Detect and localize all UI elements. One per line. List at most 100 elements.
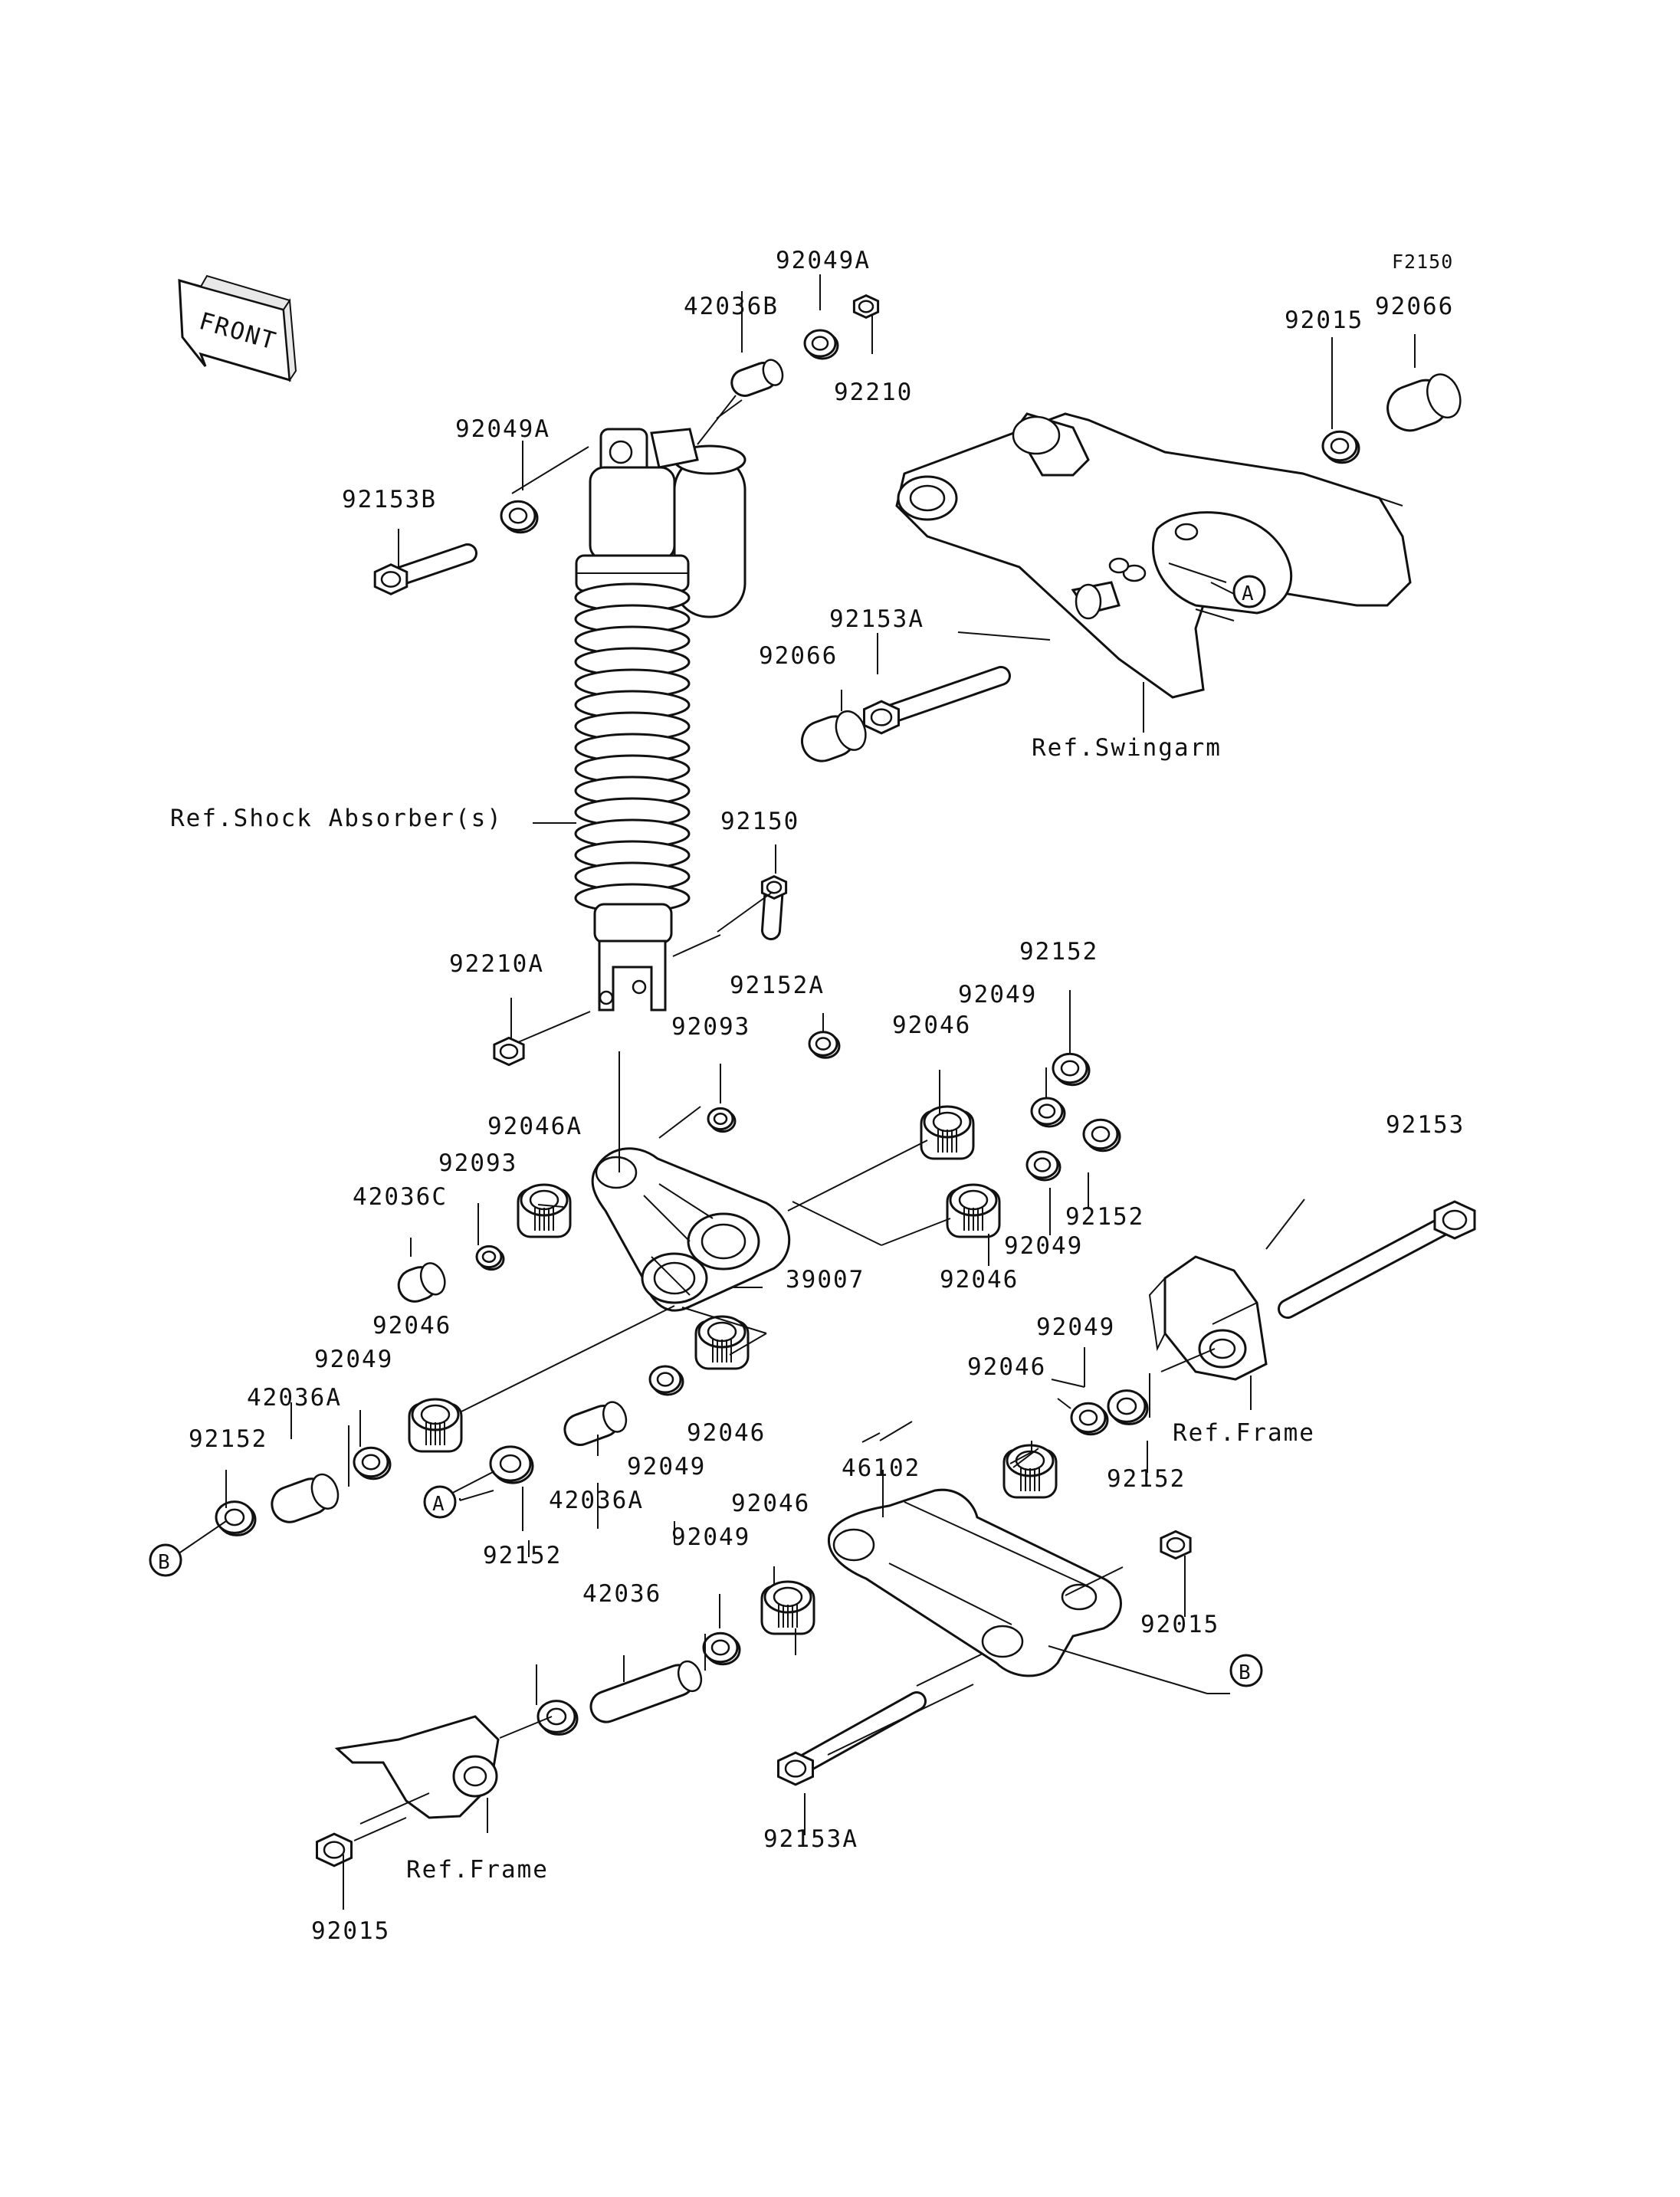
cap-92066-mid [801,710,867,762]
bolt-head [1433,1200,1476,1240]
washer-92152-bottom [536,1700,579,1736]
part-label: 92152A [730,972,825,999]
bearing-bore [707,1321,737,1343]
part-label: 92093 [438,1149,517,1177]
bearing-92046-mid [946,1183,1001,1238]
seal-92049-bottom [702,1631,741,1666]
washer-hole [361,1454,381,1471]
collar-42036 [589,1660,703,1723]
nut-hole [858,300,874,313]
callout-a-label: A [1242,582,1255,605]
bearing-bore [958,1189,989,1211]
part-label: 92153B [342,486,437,513]
washer-hole [224,1508,245,1526]
part-label: 92049 [1004,1232,1083,1260]
part-label: 92153A [829,605,924,633]
washer-92152-a [489,1445,534,1484]
washer-92093-lower [475,1244,505,1271]
part-label: 92210 [834,379,913,406]
part-label: 92046 [731,1490,810,1517]
nut-hole [499,1043,519,1060]
collar-42036c [397,1262,446,1303]
part-label: 42036A [549,1487,644,1514]
washer-hole [1060,1060,1080,1077]
part-label: 92046A [487,1113,582,1140]
part-label: 92049 [958,981,1037,1008]
washer-hole [811,336,829,351]
bushing-end [762,359,784,386]
part-label: 92046 [967,1353,1046,1381]
bolt-shank [1280,1212,1462,1317]
washer-hole [1116,1397,1137,1415]
shock-absorber [574,428,746,1012]
washer-hole [508,507,528,524]
nut-hole [380,571,402,588]
bolt-head [373,563,409,595]
bushing-end [835,710,867,751]
bolt-head [863,700,900,735]
collar-92015-right [1160,1530,1192,1560]
nut-hole [870,708,893,726]
washer-hole [1330,438,1350,454]
bearing-bore [932,1111,963,1133]
part-label: 92066 [1375,293,1454,320]
tie-rod [827,1488,1122,1677]
bolt-head [760,874,788,900]
callout-a-swingarm: A [1232,575,1266,608]
washer-hole [656,1372,674,1387]
ref-frame-right: Ref.Frame [1173,1419,1315,1447]
part-label: 92153 [1386,1111,1465,1139]
part-label: 92153A [763,1825,858,1853]
bushing-end [310,1473,340,1510]
washer-92152-mid-right [1082,1118,1121,1153]
washer-hole [1091,1126,1111,1143]
bearing-92046-lower-right [694,1315,750,1370]
part-label: 92046 [687,1419,766,1447]
callout-a-washer: A [423,1485,457,1519]
part-label: 92046 [892,1012,971,1039]
part-label: 92093 [671,1013,750,1041]
part-label: 92049 [671,1523,750,1551]
part-label: 92049 [627,1453,706,1481]
bushing-end [1426,373,1462,419]
washer-hole [710,1639,730,1656]
part-label: 92046 [372,1312,451,1340]
frame-left [334,1715,500,1825]
part-label: 92015 [311,1917,390,1945]
part-label: 46102 [842,1454,920,1482]
leader-lines [172,274,1416,1910]
part-label: 92210A [449,950,544,978]
bolt-92153a-bottom [786,1691,927,1779]
nut-hole [784,1759,807,1778]
washer-hole [499,1454,522,1474]
nut-hole [1166,1536,1186,1553]
rocker-arm [591,1147,791,1312]
diagram-code: F2150 [1392,251,1453,273]
part-label: 42036 [582,1580,661,1608]
part-label: 92015 [1285,307,1363,334]
collar-42036a-mid [563,1401,628,1446]
callout-b-washer: B [149,1543,182,1577]
part-label: 92152 [1107,1465,1186,1493]
seal-92049-right [1070,1402,1109,1436]
washer-92093-upper [707,1107,737,1133]
nut-92210a [493,1036,525,1067]
nut-92210 [852,293,880,320]
bolt-92153 [1278,1210,1465,1319]
callout-b-label: B [1239,1661,1252,1684]
washer-92152-upper-right [1052,1052,1091,1087]
collar-92015-top [1321,430,1360,464]
bearing-bore [773,1586,803,1608]
bolt-92153a-top [871,666,1011,727]
part-label: 42036B [684,293,779,320]
seal-92049-left [353,1446,392,1481]
nut-hole [323,1841,346,1859]
part-label: 92015 [1140,1611,1219,1638]
washer-92152-left [215,1500,257,1536]
collar-42036b [730,359,784,397]
washer-92049a-top [803,329,839,360]
washer-92152-right [1107,1389,1149,1425]
bearing-92046-tie [1002,1444,1058,1499]
part-label: 42036A [247,1384,342,1412]
seal-92049-lower [648,1365,684,1396]
